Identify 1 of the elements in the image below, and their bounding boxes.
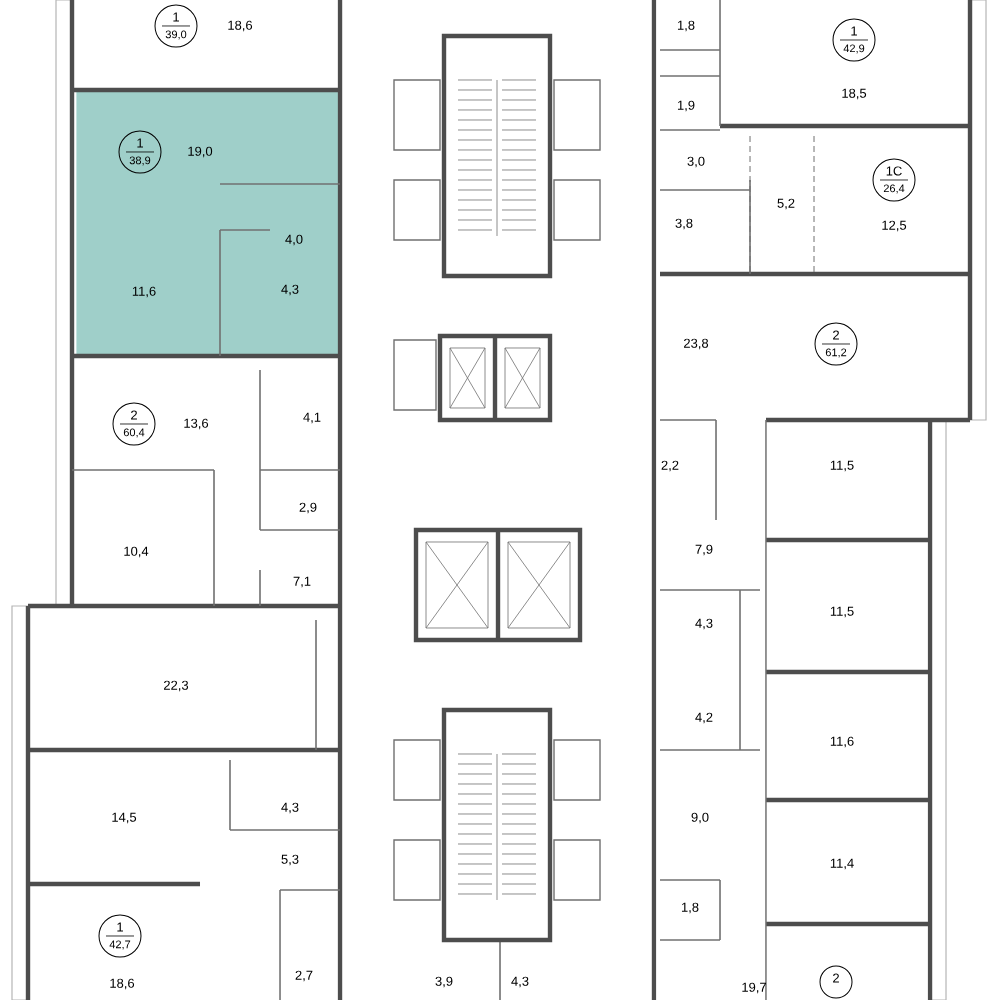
highlighted-apartment: [76, 90, 341, 357]
